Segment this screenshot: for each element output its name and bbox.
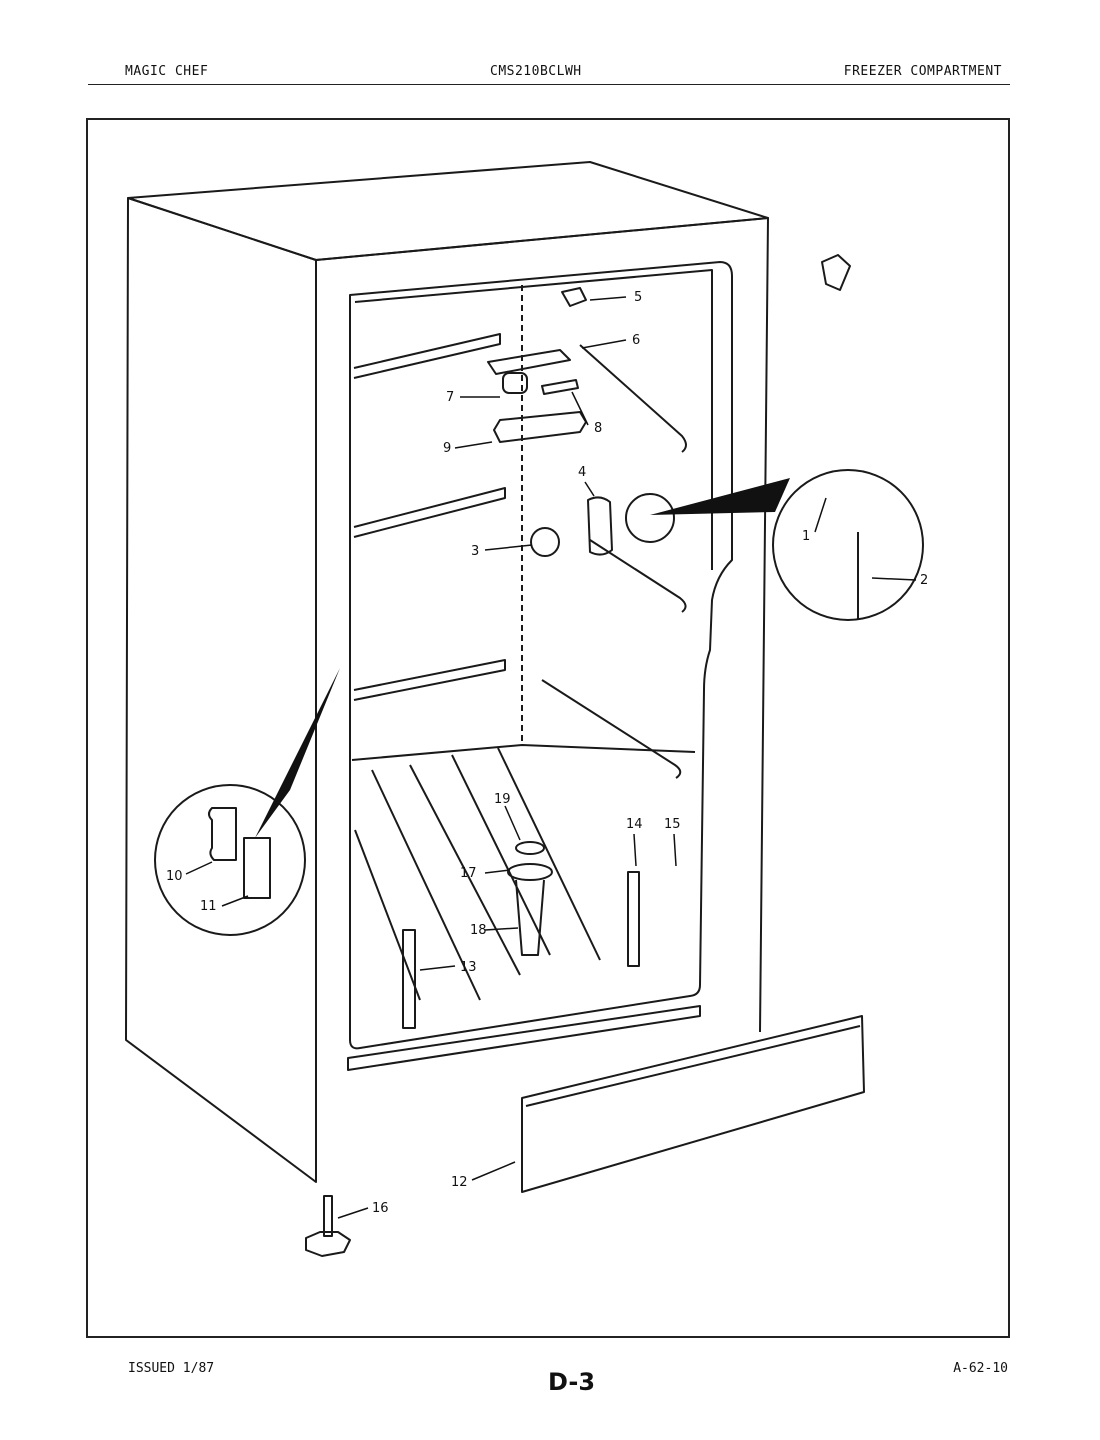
- floor-edge: [351, 744, 696, 761]
- callout-9: 9: [443, 441, 451, 456]
- page-code: D-3: [548, 1368, 596, 1396]
- part-19-shape: [515, 841, 545, 855]
- drawing-number: A-62-10: [953, 1361, 1008, 1376]
- cabinet-top: [127, 161, 769, 261]
- callout-14: 14: [626, 817, 643, 832]
- part-8-shape: [541, 379, 579, 395]
- right-rail-1: [579, 344, 687, 453]
- detail-circle-handle: [154, 784, 306, 936]
- bottom-trim: [347, 1005, 701, 1071]
- part-11-shape: [243, 837, 271, 899]
- callout-2: 2: [920, 573, 928, 588]
- header-section: FREEZER COMPARTMENT: [843, 64, 1002, 79]
- cabinet-side: [125, 197, 317, 1183]
- callout-10: 10: [166, 869, 183, 884]
- floor-wire-3: [451, 754, 551, 956]
- part-13-shape: [402, 929, 416, 1029]
- callout-15: 15: [664, 817, 681, 832]
- right-rail-3: [541, 679, 682, 779]
- part-18-shape: [515, 879, 545, 956]
- callout-17: 17: [460, 866, 477, 881]
- left-rail-2: [353, 487, 506, 538]
- liner-inner: [354, 269, 713, 570]
- callout-16: 16: [372, 1201, 389, 1216]
- handle-leader: [255, 668, 340, 838]
- header-brand: MAGIC CHEF: [125, 64, 209, 79]
- part-9-shape: [493, 411, 587, 443]
- thermostat-leader: [650, 478, 790, 515]
- part-3-shape: [530, 527, 560, 557]
- part-4-shape: [587, 496, 613, 556]
- callout-8: 8: [594, 421, 602, 436]
- left-rail-1: [353, 333, 501, 379]
- part-10-shape: [208, 807, 237, 861]
- callout-7: 7: [446, 390, 454, 405]
- header-model: CMS210BCLWH: [490, 64, 582, 79]
- thermostat-hole: [625, 493, 675, 543]
- part-7-shape: [502, 372, 528, 394]
- part-5-shape: [561, 287, 587, 307]
- detail-circle-thermostat: [772, 469, 924, 621]
- callout-19: 19: [494, 792, 511, 807]
- callout-18: 18: [470, 923, 487, 938]
- left-rail-3: [353, 659, 506, 701]
- callout-12: 12: [451, 1175, 468, 1190]
- callout-3: 3: [471, 544, 479, 559]
- cabinet-front-edge: [315, 217, 769, 1033]
- floor-wire-4: [497, 747, 601, 961]
- floor-wire-1: [371, 769, 481, 1001]
- footer-issued: ISSUED 1/87: [128, 1361, 215, 1376]
- callout-6: 6: [632, 333, 640, 348]
- floor-wire-5: [354, 829, 421, 1001]
- part-17-shape: [507, 863, 553, 881]
- callout-4: 4: [578, 465, 586, 480]
- part-16-shape: [323, 1195, 333, 1237]
- leveler-part: [487, 349, 571, 375]
- grille: [521, 1015, 865, 1193]
- callout-11: 11: [200, 899, 217, 914]
- floor-wire-2: [409, 764, 521, 976]
- callout-5: 5: [634, 290, 642, 305]
- callout-1: 1: [802, 529, 810, 544]
- header-rule: [88, 84, 1010, 85]
- diagram-frame: [86, 118, 1010, 1338]
- part-14-shape: [627, 871, 640, 967]
- right-rail-2: [589, 539, 687, 613]
- liner-opening: [349, 261, 733, 1050]
- callout-13: 13: [460, 960, 477, 975]
